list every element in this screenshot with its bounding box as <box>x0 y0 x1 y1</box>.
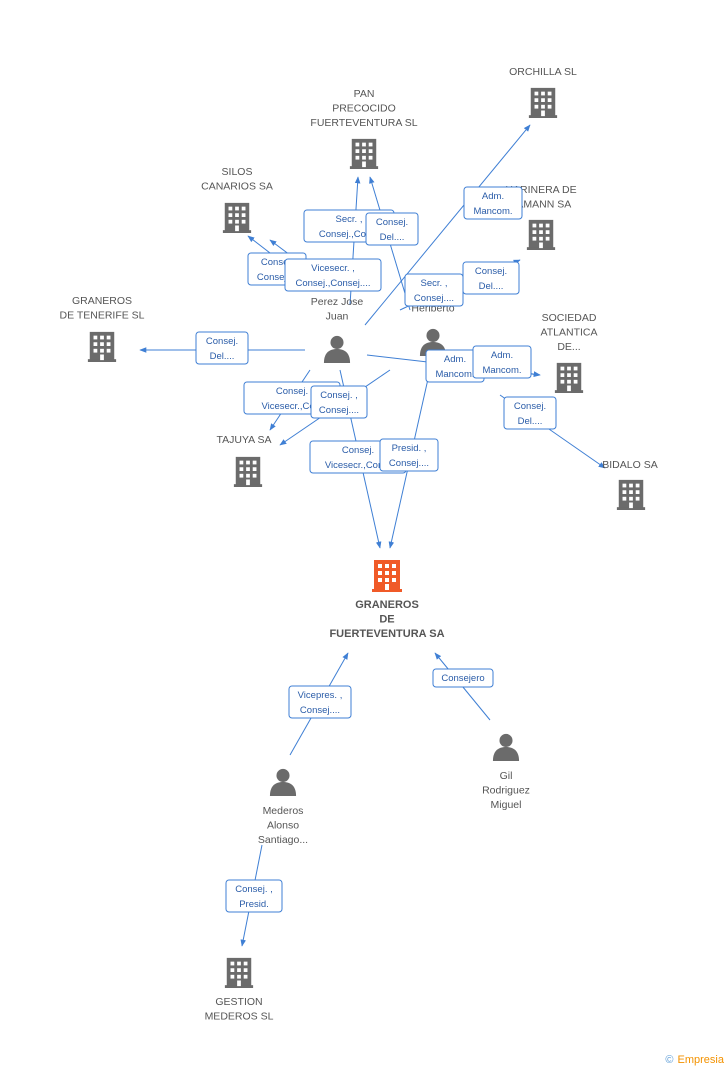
edge-label-text: Adm.Mancom. <box>482 350 521 376</box>
edge-label-box <box>379 438 439 472</box>
edge-label-box <box>365 212 419 246</box>
building-icon <box>222 202 252 233</box>
edge-label-text: Vicepres. ,Consej.... <box>298 690 343 716</box>
edge-label-box <box>288 685 352 719</box>
edge-label-box <box>463 186 523 220</box>
edge-label-box <box>310 385 368 419</box>
edge-label-text: Consej.Del.... <box>514 401 546 427</box>
node-tajuya[interactable]: TAJUYA SA <box>216 434 272 487</box>
edge-label-l2[interactable]: Consej.Del.... <box>365 212 419 246</box>
edge-label-text: Consej. ,Consej.... <box>319 390 359 416</box>
edge-label-text: Consej.Consej.... <box>257 257 297 283</box>
edge-label-l10[interactable]: Adm.Mancom. <box>472 345 532 379</box>
edge-label-text: Vicesecr. ,Consej.,Consej.... <box>296 263 371 289</box>
node-label: TAJUYA SA <box>216 434 271 446</box>
edge-label-l15[interactable]: Presid. ,Consej.... <box>379 438 439 472</box>
edge-label-text: Consej.Del.... <box>376 217 408 243</box>
edge-label-text: Consej.Vicesecr.,Con... <box>325 445 391 471</box>
edge-label-l12[interactable]: Consej. ,Consej.... <box>310 385 368 419</box>
person-icon <box>323 335 351 363</box>
node-label: ORCHILLA SL <box>509 66 577 78</box>
edge-label-text: Adm.Mancom. <box>435 354 474 380</box>
copyright-icon: © <box>665 1054 674 1066</box>
edge-label-l18[interactable]: Consej. ,Presid. <box>225 879 283 913</box>
edge-label-box <box>284 258 382 292</box>
building-icon <box>616 479 646 510</box>
building-icon <box>528 87 558 118</box>
edge-label-l6[interactable]: Secr. ,Consej.... <box>404 273 464 307</box>
edge-label-box <box>472 345 532 379</box>
main-company-building-icon <box>372 560 402 592</box>
edge-line <box>364 124 531 326</box>
edge-label-l13[interactable]: Consej.Del.... <box>503 396 557 430</box>
edge-label-text: Consej.Vicesecr.,Co... <box>261 386 322 412</box>
building-icon <box>224 957 254 988</box>
node-bidalo[interactable]: BIDALO SA <box>602 459 658 510</box>
edge-label-text: Secr. ,Consej.... <box>414 278 454 304</box>
edge-label-l17[interactable]: Consejero <box>432 668 494 688</box>
edge-label-text: Consej.Del.... <box>206 336 238 362</box>
brand-logo: Empresia <box>677 1054 724 1066</box>
edge-label-text: Presid. ,Consej.... <box>389 443 429 469</box>
building-icon <box>87 331 117 362</box>
building-icon <box>554 362 584 393</box>
edge-label-text: Adm.Mancom. <box>473 191 512 217</box>
node-orchilla[interactable]: ORCHILLA SL <box>509 66 577 118</box>
edge-label-box <box>195 331 249 365</box>
edge-label-l7[interactable]: Consej.Del.... <box>462 261 520 295</box>
person-icon <box>492 733 520 761</box>
edge-label-l8[interactable]: Consej.Del.... <box>195 331 249 365</box>
edge-label-text: Secr. ,Consej.,Con... <box>319 214 379 240</box>
building-icon <box>349 138 379 169</box>
edge-labels-layer: Secr. ,Consej.,Con...Consej.Del....Adm.M… <box>195 186 557 913</box>
edge-label-text: Consejero <box>441 673 484 684</box>
edge-label-text: Consej.Del.... <box>475 266 507 292</box>
node-label: BIDALO SA <box>602 459 657 471</box>
footer-brand: ©Empresia <box>665 1054 724 1066</box>
edge-label-text: Consej. ,Presid. <box>235 884 273 910</box>
edge-label-l3[interactable]: Adm.Mancom. <box>463 186 523 220</box>
edge-label-box <box>225 879 283 913</box>
building-icon <box>526 219 556 250</box>
edge-label-box <box>462 261 520 295</box>
person-icon <box>269 768 297 796</box>
edge-label-box <box>432 668 494 688</box>
edge-label-l16[interactable]: Vicepres. ,Consej.... <box>288 685 352 719</box>
edge-label-l5[interactable]: Vicesecr. ,Consej.,Consej.... <box>284 258 382 292</box>
building-icon <box>233 456 263 487</box>
edge-label-box <box>503 396 557 430</box>
